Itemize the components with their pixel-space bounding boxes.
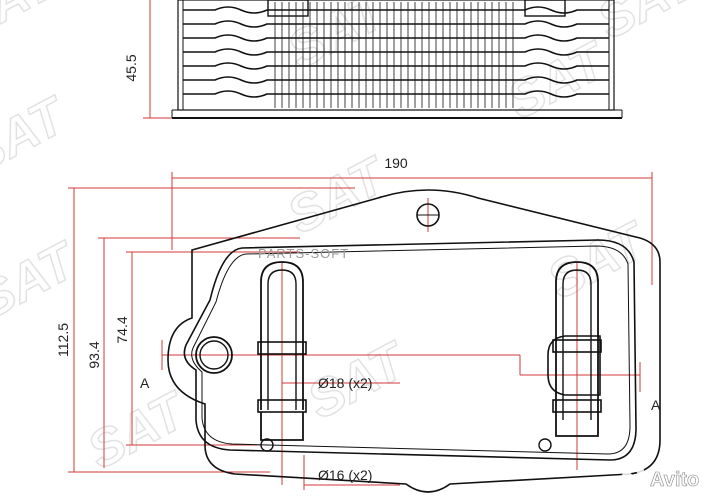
pipe-left-collar-upper [257,341,307,355]
pipe-right-collar-lower [552,399,602,413]
pipe-right-base [555,420,599,437]
top-view: 190 112.5 93.4 74.4 Ø18 (x2) Ø16 (x2) A … [55,155,661,493]
dim-label-inner-height: 93.4 [86,341,102,368]
pipe-right-inner [562,269,592,420]
side-view: 45.5 [123,0,623,119]
inner-plate-offset [191,245,631,455]
dim-label-height-side: 45.5 [123,54,139,81]
watermark-sat: SAT [278,145,397,245]
right-boss [547,335,601,396]
fin-stack [183,6,609,98]
side-body-outline [177,0,615,111]
avito-dot-2 [636,466,644,474]
watermark-parts-soft: PARTS-SOFT [258,246,349,261]
pipe-left [257,261,307,441]
watermark-sat: SAT [0,230,88,330]
side-clip-right [524,0,566,17]
avito-dot-3 [637,483,643,489]
dim-label-pipe-inner: Ø16 (x2) [318,467,372,483]
pipe-right-outer [555,261,599,420]
avito-dot-1 [621,472,633,484]
inner-plate-outline [183,239,637,461]
pipe-left-collar-lower [257,399,307,413]
mount-hole-left-inner [199,340,229,370]
pipe-left-base [260,412,304,441]
mount-hole-bottom-left [260,438,274,452]
mount-hole-bottom-right [538,438,552,452]
avito-badge: Avito [621,466,700,491]
side-clip-left [267,0,309,17]
section-label-right: A [651,397,661,413]
outer-plate-outline [167,189,661,493]
watermark-sat: SAT [588,0,707,51]
pipe-right [552,261,602,437]
dim-label-pipe-spacing: 74.4 [114,316,130,343]
fin-hatching [274,2,514,108]
pipe-right-collar-upper [552,339,602,353]
dim-label-overall-height: 112.5 [55,323,71,357]
dim-label-pipe-outer: Ø18 (x2) [318,375,372,391]
watermark-sat: SAT [0,0,68,51]
dim-label-length: 190 [384,155,408,171]
section-label-left: A [140,375,150,391]
pipe-left-inner [267,269,297,410]
mount-hole-left-outer [195,336,233,374]
watermark-sat: SAT [78,380,197,480]
pipe-left-outer [260,261,304,410]
avito-text: Avito [650,469,699,491]
watermark-sat: SAT [0,85,78,185]
